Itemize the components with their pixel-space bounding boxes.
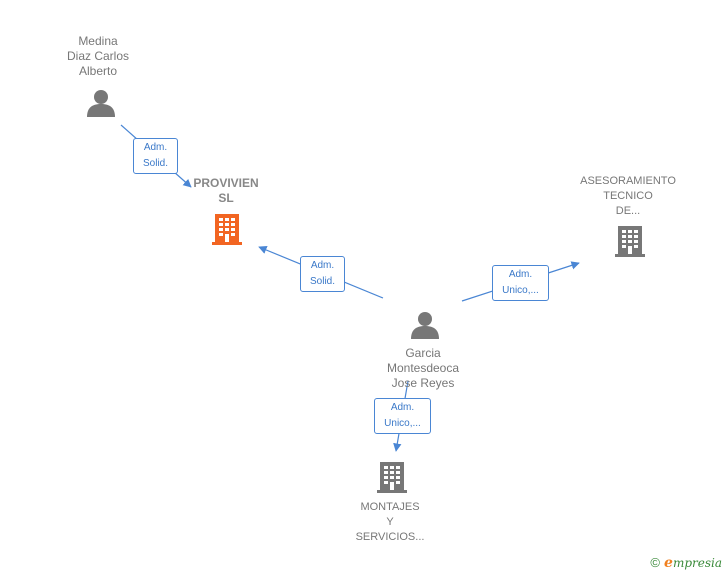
building-icon[interactable]: [376, 460, 408, 494]
person-garcia-line-2: Montesdeoca: [386, 361, 460, 375]
edge-label-medina-provivien[interactable]: Adm. Solid.: [133, 138, 178, 174]
person-medina-line-3: Alberto: [78, 64, 118, 78]
edge-label-line-1: Adm.: [310, 260, 335, 271]
company-montajes-line-1: MONTAJES: [360, 501, 420, 513]
person-icon[interactable]: [86, 88, 116, 118]
edge-label-line-2: Unico,...: [384, 418, 421, 429]
company-montajes-line-3: SERVICIOS...: [355, 531, 425, 543]
edge-label-line-1: Adm.: [390, 402, 415, 413]
company-asesoramiento-line-1: ASESORAMIENTO: [580, 175, 676, 187]
building-icon[interactable]: [211, 212, 243, 246]
company-asesoramiento-line-3: DE...: [615, 205, 641, 217]
person-garcia-line-3: Jose Reyes: [391, 376, 455, 390]
company-montajes-label[interactable]: MONTAJES Y SERVICIOS...: [340, 500, 440, 545]
company-montajes-line-2: Y: [386, 516, 394, 528]
person-garcia-line-1: Garcia: [405, 346, 441, 360]
edge-label-line-1: Adm.: [143, 142, 168, 153]
company-asesoramiento-label[interactable]: ASESORAMIENTO TECNICO DE...: [568, 174, 688, 219]
company-provivien-line-2: SL: [218, 191, 234, 205]
brand-initial: e: [664, 555, 673, 571]
edge-label-line-2: Solid.: [142, 158, 168, 169]
person-medina-line-1: Medina: [78, 34, 118, 48]
edge-label-line-2: Solid.: [309, 276, 335, 287]
company-provivien-label[interactable]: PROVIVIEN SL: [176, 176, 276, 206]
person-garcia-label[interactable]: Garcia Montesdeoca Jose Reyes: [373, 346, 473, 391]
company-provivien-line-1: PROVIVIEN: [193, 176, 259, 190]
edge-label-garcia-provivien[interactable]: Adm. Solid.: [300, 256, 345, 292]
person-icon[interactable]: [410, 310, 440, 340]
company-asesoramiento-line-2: TECNICO: [603, 190, 653, 202]
brand-footer: ©empresia: [650, 555, 722, 571]
edge-label-line-2: Unico,...: [502, 285, 539, 296]
edge-label-garcia-montajes[interactable]: Adm. Unico,...: [374, 398, 431, 434]
edge-label-garcia-asesoramiento[interactable]: Adm. Unico,...: [492, 265, 549, 301]
building-icon[interactable]: [614, 224, 646, 258]
person-medina-line-2: Diaz Carlos: [66, 49, 129, 63]
brand-name: mpresia: [672, 556, 722, 570]
person-medina-label[interactable]: Medina Diaz Carlos Alberto: [48, 34, 148, 79]
edge-label-line-1: Adm.: [508, 269, 533, 280]
copyright-icon: ©: [650, 555, 661, 570]
